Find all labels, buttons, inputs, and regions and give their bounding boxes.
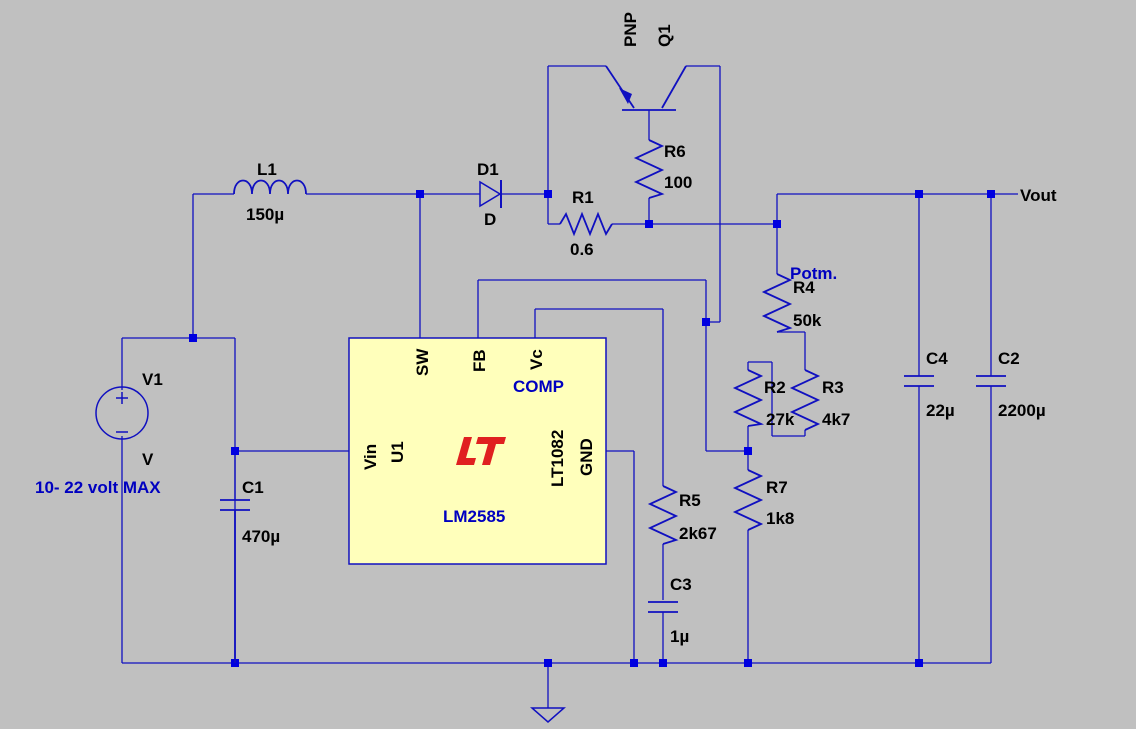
- r3-value: 4k7: [822, 410, 850, 429]
- ic-comp-label: COMP: [513, 377, 564, 396]
- c4-name: C4: [926, 349, 948, 368]
- ic-pin-fb: FB: [470, 349, 489, 372]
- resistor-r1-icon[interactable]: [559, 211, 613, 237]
- q1-name: Q1: [655, 24, 674, 47]
- r6-value: 100: [664, 173, 692, 192]
- ground-icon[interactable]: [530, 707, 566, 723]
- r4-value: 50k: [793, 311, 822, 330]
- vout-label: Vout: [1020, 186, 1057, 205]
- r5-name: R5: [679, 491, 701, 510]
- diode-icon[interactable]: [479, 180, 502, 208]
- capacitor-c1-icon[interactable]: [220, 499, 250, 663]
- c1-value: 470µ: [242, 527, 280, 546]
- c2-value: 2200µ: [998, 401, 1046, 420]
- r5-value: 2k67: [679, 524, 717, 543]
- lt-logo-icon: [456, 437, 506, 465]
- r1-value: 0.6: [570, 240, 594, 259]
- capacitor-c3-icon[interactable]: [648, 601, 678, 613]
- v1-value: V: [142, 450, 154, 469]
- c1-name: C1: [242, 478, 264, 497]
- capacitor-c4-icon[interactable]: [904, 375, 934, 387]
- l1-value: 150µ: [246, 205, 284, 224]
- ic-part: LT1082: [548, 430, 567, 487]
- ic-name: U1: [388, 441, 407, 463]
- resistor-r7-icon[interactable]: [732, 469, 764, 531]
- voltage-source-icon[interactable]: [95, 386, 149, 440]
- ic-pin-sw: SW: [413, 348, 432, 376]
- r2-value: 27k: [766, 410, 795, 429]
- c3-name: C3: [670, 575, 692, 594]
- resistor-r3-icon[interactable]: [789, 369, 821, 431]
- ic-pin-vc: Vc: [527, 349, 546, 370]
- resistor-r2-icon[interactable]: [732, 369, 765, 427]
- inductor-icon[interactable]: [233, 179, 307, 195]
- r1-name: R1: [572, 188, 594, 207]
- r7-value: 1k8: [766, 509, 794, 528]
- r4-name: R4: [793, 278, 815, 297]
- ic-pin-vin: Vin: [361, 444, 380, 470]
- l1-name: L1: [257, 160, 277, 179]
- v1-note: 10- 22 volt MAX: [35, 478, 161, 497]
- d1-name: D1: [477, 160, 499, 179]
- r2-name: R2: [764, 378, 786, 397]
- ic-pin-gnd: GND: [577, 438, 596, 476]
- r6-name: R6: [664, 142, 686, 161]
- ic-body[interactable]: [348, 337, 607, 565]
- c2-name: C2: [998, 349, 1020, 368]
- junctions: [189, 190, 995, 667]
- resistor-r5-icon[interactable]: [647, 485, 679, 545]
- capacitor-c2-icon[interactable]: [976, 375, 1006, 387]
- r7-name: R7: [766, 478, 788, 497]
- q1-value: PNP: [621, 12, 640, 47]
- c4-value: 22µ: [926, 401, 955, 420]
- resistor-r6-icon[interactable]: [633, 139, 665, 199]
- v1-name: V1: [142, 370, 163, 389]
- c3-value: 1µ: [670, 627, 689, 646]
- resistor-r4-icon[interactable]: [761, 273, 793, 333]
- transistor-pnp-icon[interactable]: [605, 65, 687, 111]
- r3-name: R3: [822, 378, 844, 397]
- d1-value: D: [484, 210, 496, 229]
- ic-model: LM2585: [443, 507, 505, 526]
- wires: [121, 65, 1018, 708]
- r4-note: Potm.: [790, 264, 837, 283]
